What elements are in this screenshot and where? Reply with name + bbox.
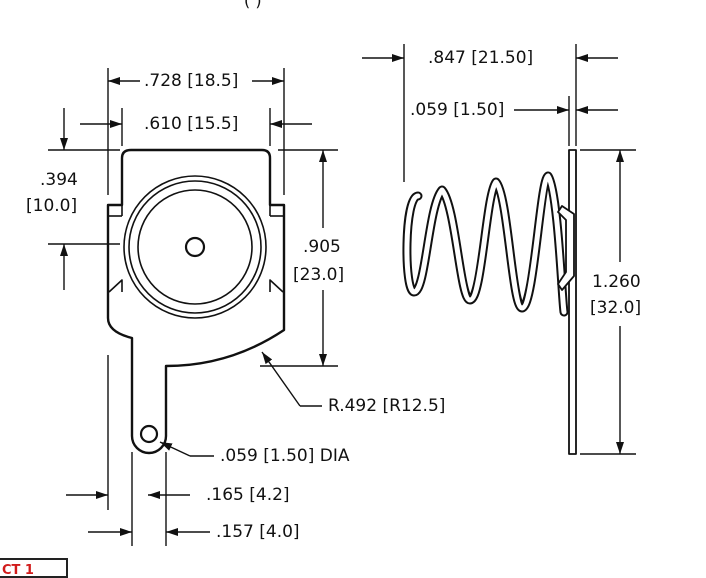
inner-width-label: .610 [15.5] <box>144 114 239 134</box>
radius-label: R.492 [R12.5] <box>328 396 446 416</box>
body-height-mm-label: [23.0] <box>293 265 345 285</box>
spring-length-label: .847 [21.50] <box>428 48 534 68</box>
plate-height-mm-label: [32.0] <box>590 298 642 318</box>
overall-width-label: .728 [18.5] <box>144 71 239 91</box>
plate-thickness-label: .059 [1.50] <box>410 100 505 120</box>
spring-side-view <box>402 149 577 455</box>
tab-width-label: .165 [4.2] <box>206 485 290 505</box>
body-height-in-label: .905 <box>303 237 341 257</box>
header-glyph: ( ) <box>244 0 262 10</box>
part-badge-text: CT 1 <box>2 563 34 578</box>
front-view-dimension-lines <box>48 68 338 546</box>
part-badge: CT 1 <box>0 558 68 578</box>
tab-offset-label: .157 [4.0] <box>216 522 300 542</box>
plate-height-in-label: 1.260 <box>592 272 641 292</box>
notch-height-mm-label: [10.0] <box>26 196 78 216</box>
contact-front-view <box>106 148 286 455</box>
hole-diameter-label: .059 [1.50] DIA <box>220 446 350 466</box>
notch-height-in-label: .394 <box>40 170 78 190</box>
side-view-dimension-lines <box>362 44 636 455</box>
